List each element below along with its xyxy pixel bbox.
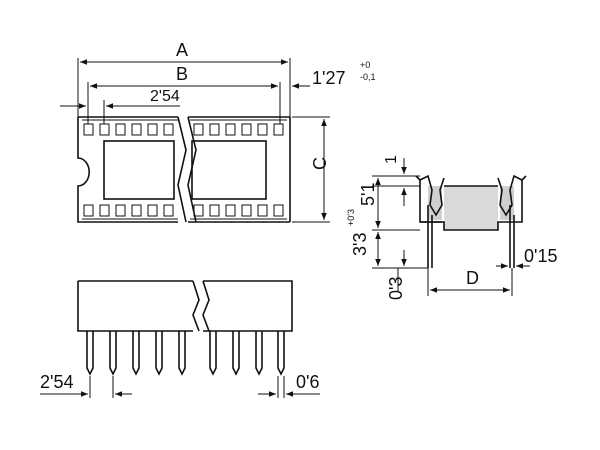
dim-c-label: C (310, 157, 330, 170)
dim-51-label: 5'1 (358, 183, 378, 206)
pitch-bottom-label: 2'54 (40, 372, 73, 392)
dim-d-label: D (466, 268, 479, 288)
dim-a-label: A (176, 40, 188, 60)
spacing-label: 1'27 (312, 68, 345, 88)
dim-03-label: 0'3 (386, 277, 406, 300)
dim-015-label: 0'15 (524, 246, 557, 266)
side-view: 2'54 0'6 (40, 280, 320, 398)
pins (86, 331, 285, 376)
top-contacts-upper (83, 123, 284, 136)
pin-width-label: 0'6 (296, 372, 319, 392)
dim-b-label: B (176, 64, 188, 84)
top-view: A B 2'54 1'27 +0 -0,1 C (60, 40, 376, 223)
tolerance-minus: -0,1 (360, 72, 376, 82)
tolerance-plus: +0 (360, 60, 370, 70)
dim-33-label: 3'3 (350, 233, 370, 256)
cross-section: 1 5'1 3'3 +0'3 0'3 D 0'15 (346, 155, 557, 300)
top-contacts-lower (83, 204, 284, 217)
dim-33-tolerance: +0'3 (346, 209, 356, 226)
pitch-top-label: 2'54 (150, 88, 180, 105)
dim-1-label: 1 (383, 155, 400, 164)
